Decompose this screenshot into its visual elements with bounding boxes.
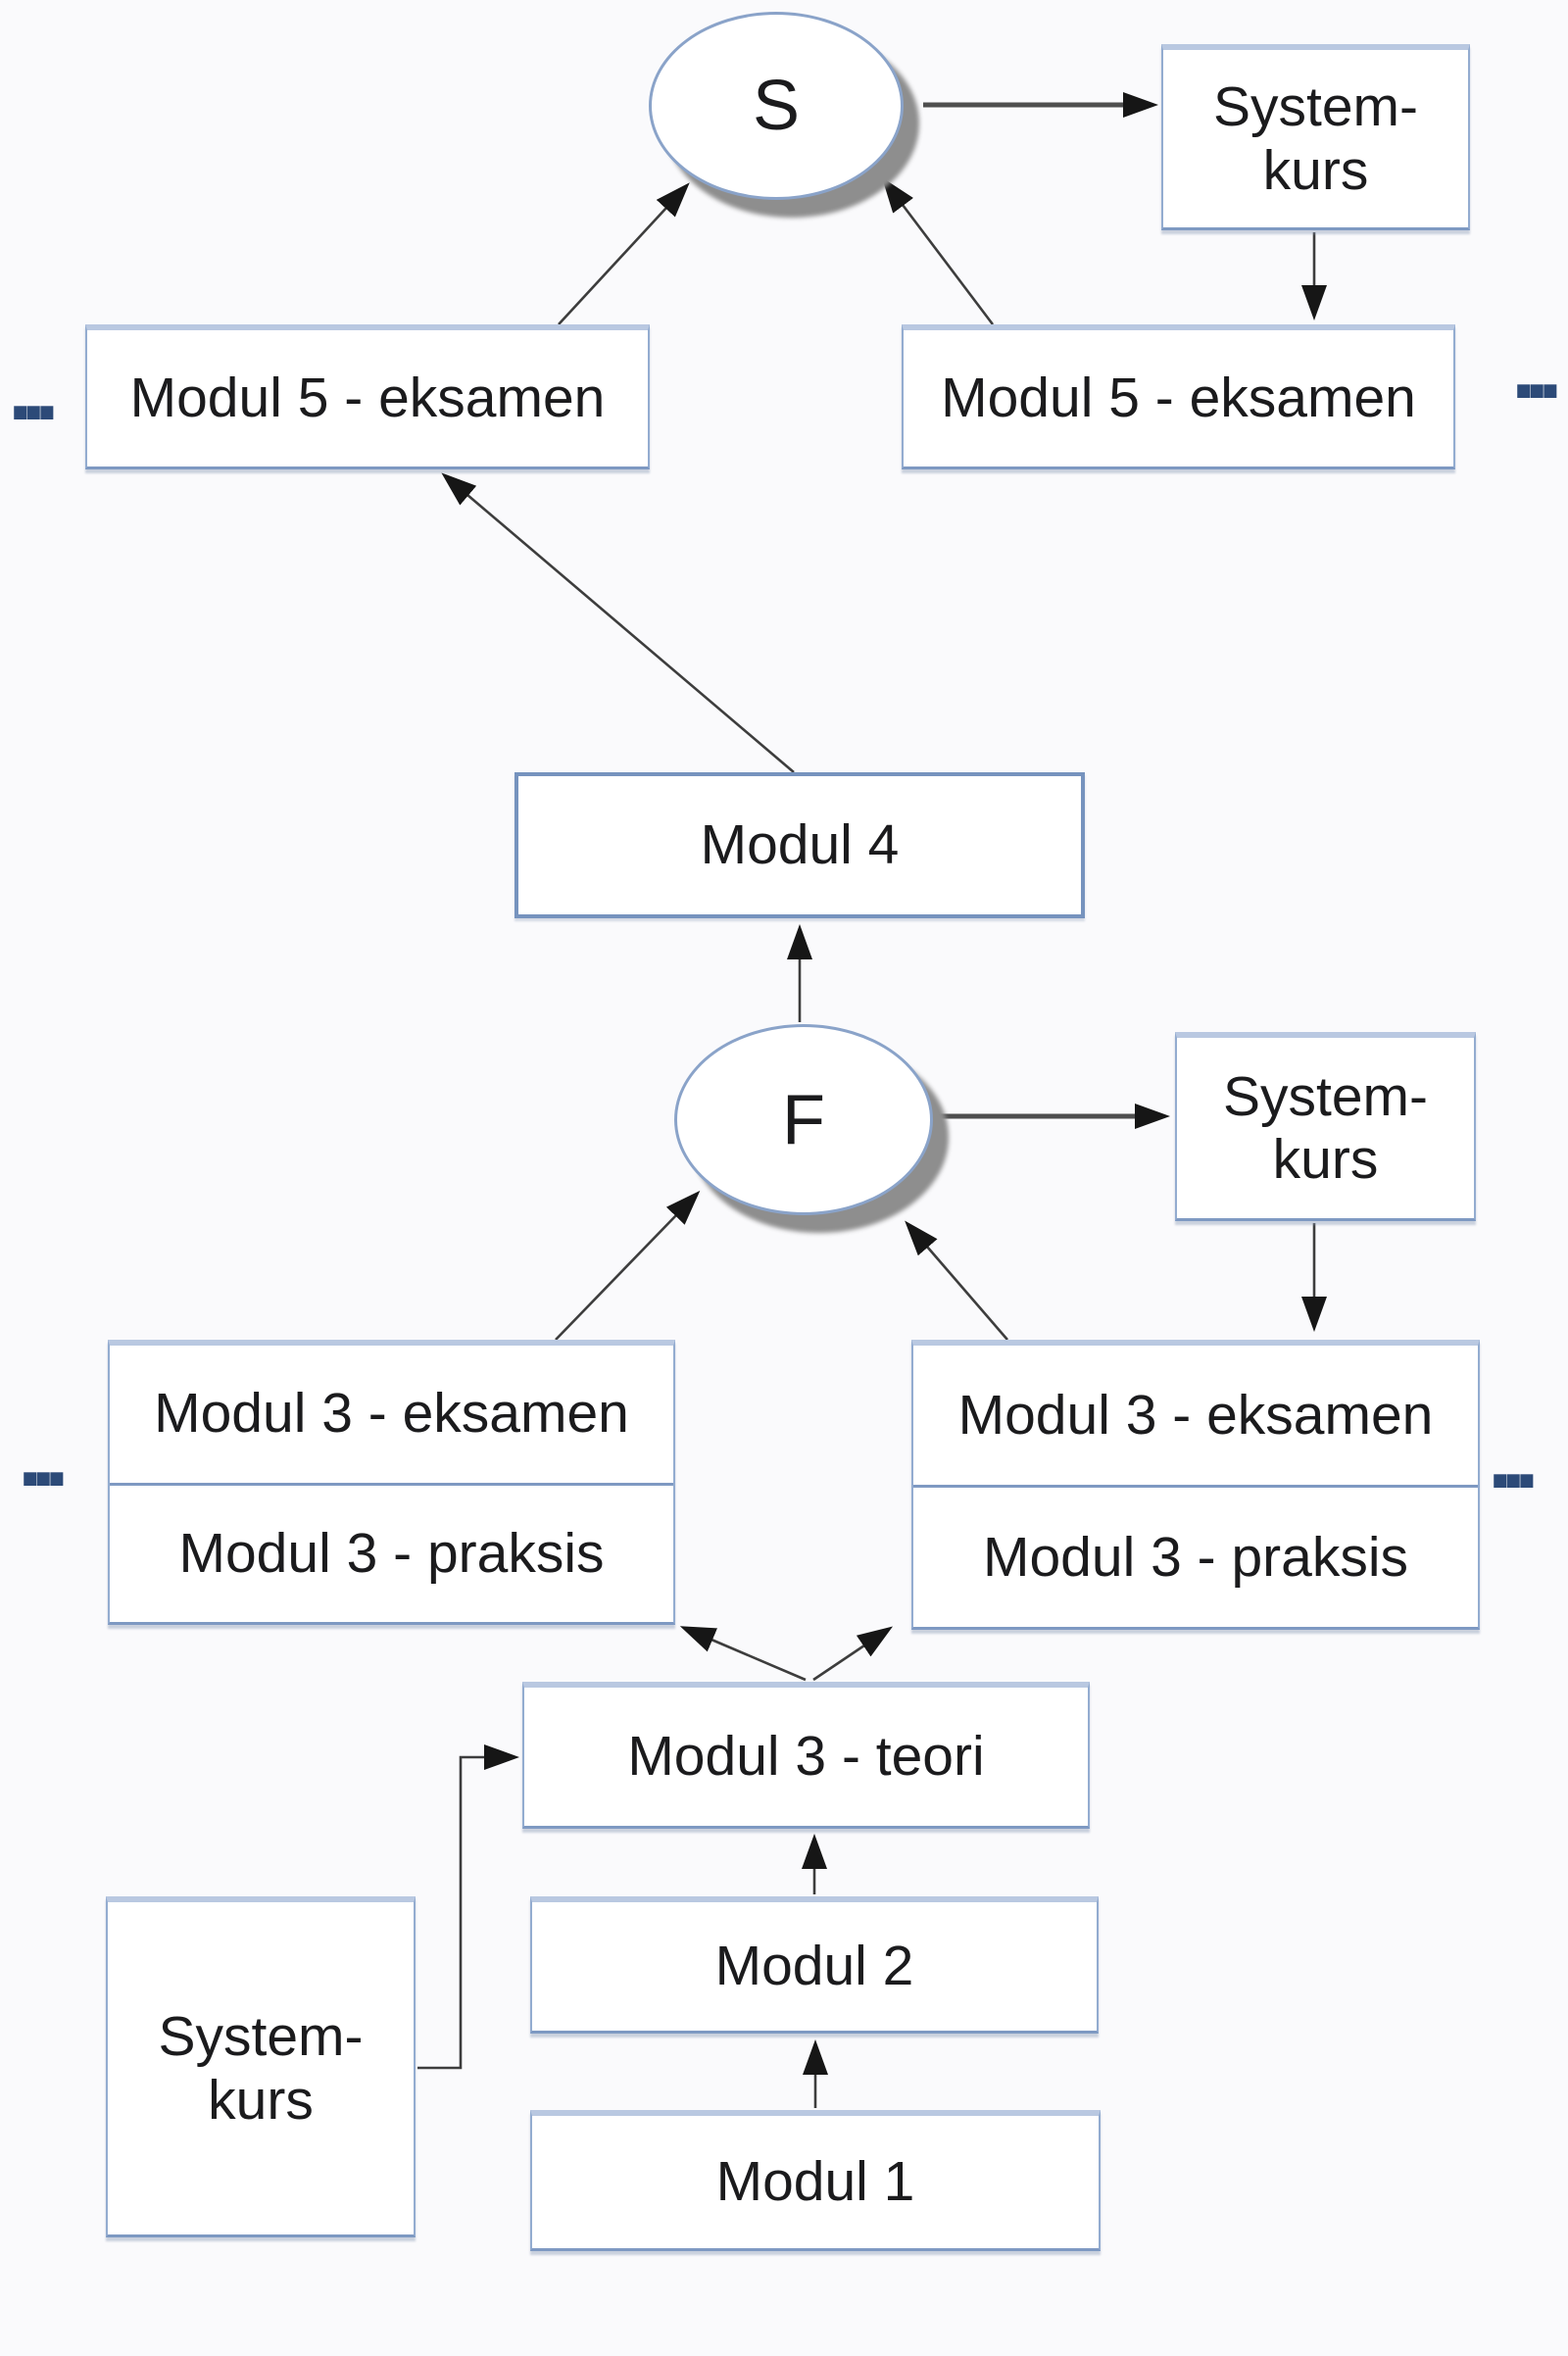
modul3-right-eksamen: Modul 3 - eksamen bbox=[913, 1346, 1478, 1488]
ellipsis-right-modul3: ... bbox=[1488, 1407, 1540, 1507]
ellipsis-left-modul5: ... bbox=[8, 339, 60, 439]
node-systemkurs-mid: System- kurs bbox=[1175, 1032, 1476, 1221]
node-modul4: Modul 4 bbox=[514, 772, 1085, 918]
modul3-left-praksis: Modul 3 - praksis bbox=[178, 1521, 605, 1585]
modul2-label: Modul 2 bbox=[714, 1935, 914, 1998]
modul3-teori-label: Modul 3 - teori bbox=[627, 1725, 985, 1789]
modul4-label: Modul 4 bbox=[700, 813, 900, 877]
node-modul3-stack-left: Modul 3 - eksamen Modul 3 - praksis bbox=[108, 1340, 675, 1625]
node-modul2: Modul 2 bbox=[530, 1896, 1099, 2034]
arrow-modul5-right-to-s bbox=[881, 177, 995, 325]
node-ellipse-f: F bbox=[674, 1024, 933, 1215]
arrow-modul4-to-modul5-left bbox=[441, 472, 795, 773]
ellipse-f-label: F bbox=[782, 1080, 825, 1159]
arrow-teori-to-modul3-left bbox=[679, 1626, 807, 1682]
node-systemkurs-top: System- kurs bbox=[1161, 44, 1470, 230]
node-modul3-stack-right: Modul 3 - eksamen Modul 3 - praksis bbox=[911, 1340, 1480, 1630]
node-modul5-eksamen-left: Modul 5 - eksamen bbox=[85, 324, 650, 469]
modul3-right-praksis: Modul 3 - praksis bbox=[983, 1525, 1408, 1589]
modul5-left-label: Modul 5 - eksamen bbox=[129, 367, 606, 430]
node-modul1: Modul 1 bbox=[530, 2110, 1101, 2251]
arrow-systemkurs-bottom-to-teori bbox=[417, 1744, 519, 2070]
modul1-label: Modul 1 bbox=[715, 2150, 915, 2214]
node-ellipse-s: S bbox=[649, 12, 904, 200]
arrow-teori-to-modul3-right bbox=[812, 1626, 894, 1682]
node-modul3-teori: Modul 3 - teori bbox=[522, 1682, 1090, 1829]
modul5-right-label: Modul 5 - eksamen bbox=[941, 367, 1416, 430]
systemkurs-mid-label: System- kurs bbox=[1222, 1064, 1429, 1191]
node-systemkurs-bottom: System- kurs bbox=[106, 1896, 416, 2237]
systemkurs-top-label: System- kurs bbox=[1212, 75, 1419, 202]
ellipse-s-label: S bbox=[752, 67, 801, 145]
arrow-modul5-left-to-s bbox=[558, 182, 690, 325]
ellipsis-left-modul3: ... bbox=[18, 1405, 70, 1505]
arrow-modul3-right-to-f bbox=[905, 1220, 1008, 1341]
arrow-modul3-left-to-f bbox=[555, 1190, 701, 1341]
node-modul5-eksamen-right: Modul 5 - eksamen bbox=[902, 324, 1455, 469]
modul3-left-eksamen: Modul 3 - eksamen bbox=[110, 1346, 673, 1486]
systemkurs-bottom-label: System- kurs bbox=[158, 2005, 364, 2132]
ellipsis-right-modul5: ... bbox=[1511, 318, 1563, 417]
